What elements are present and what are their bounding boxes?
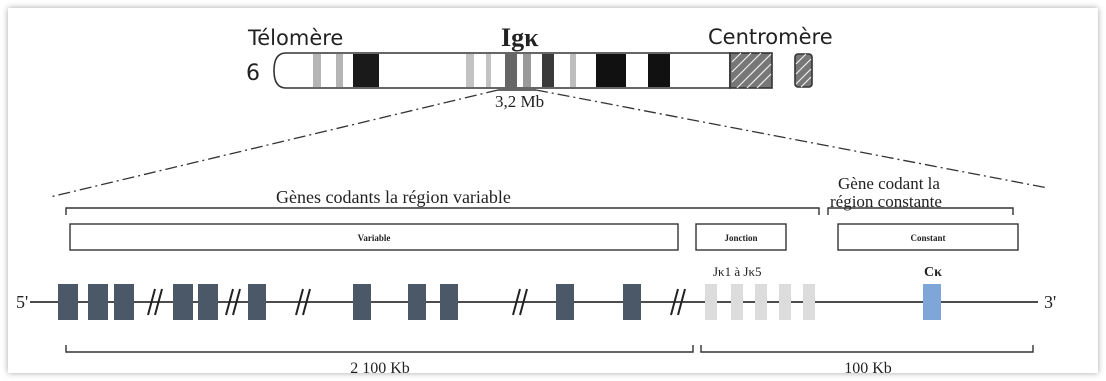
j-segment [731,284,743,320]
v-segment [556,284,574,320]
constant-group-label-line2: région constante [830,192,942,211]
igk-locus-diagram: Télomère Igκ Centromère 6 3,2 Mb Gène [16,23,1056,373]
igk-gene-label: Igκ [501,23,539,52]
j-segments-label: Jκ1 à Jκ5 [713,264,762,279]
v-segment [58,284,78,320]
band-grey [570,54,576,87]
gap-marker [295,288,304,316]
size-bracket-right [700,345,1034,353]
band-dark [542,54,554,87]
gap-marker [512,288,521,316]
band-igk-light [523,54,531,87]
centromere-hatch [795,53,812,88]
band-grey [486,54,491,87]
hatch-lines [731,52,772,89]
junction-box [695,223,787,251]
junction-box-label: Jonction [724,233,757,243]
j-segments [705,284,815,320]
zoom-line-left [49,89,499,198]
c-segment [923,284,941,320]
figure-frame: Télomère Igκ Centromère 6 3,2 Mb Gène [8,8,1098,373]
band-igk-dark [505,54,517,87]
constant-group-label-line1: Gène codant la [838,174,940,193]
j-segment [755,284,767,320]
v-segment [248,284,266,320]
band-grey [313,54,321,87]
three-prime-label: 3' [1044,292,1056,312]
size-right-label: 100 Kb [844,360,892,373]
j-segment [803,284,815,320]
gap-marker [225,288,234,316]
band-grey [466,54,474,87]
v-segment [408,284,426,320]
variable-box-label: Variable [358,233,391,243]
zoom-line-right [535,89,1049,189]
size-bracket-left [65,345,694,353]
constant-group-bracket [827,207,1014,215]
variable-group-label: Gènes codants la région variable [276,187,511,207]
zoom-size-label: 3,2 Mb [495,92,544,111]
telomere-label: Télomère [247,26,343,50]
variable-box [69,223,679,251]
j-segment [705,284,717,320]
band-dark [353,54,379,87]
v-segment [198,284,218,320]
chromosome-ideogram [273,52,813,89]
v-segments [58,284,641,320]
chromosome-number: 6 [246,61,260,86]
gap-markers [147,288,686,316]
size-left-label: 2 100 Kb [350,360,410,373]
v-segment [440,284,458,320]
variable-group-bracket [65,207,820,215]
v-segment [88,284,108,320]
band-dark [648,54,670,87]
v-segment [114,284,134,320]
centromere-label: Centromère [708,25,833,49]
v-segment [353,284,371,320]
band-grey [336,54,343,87]
c-segment-label: Cκ [924,265,942,280]
v-segment [623,284,641,320]
gap-marker [147,288,156,316]
band-dark [596,54,626,87]
constant-box-label: Constant [910,233,945,243]
v-segment [173,284,193,320]
j-segment [779,284,791,320]
five-prime-label: 5' [16,292,28,312]
constant-box [837,223,1019,251]
gap-marker [670,288,679,316]
